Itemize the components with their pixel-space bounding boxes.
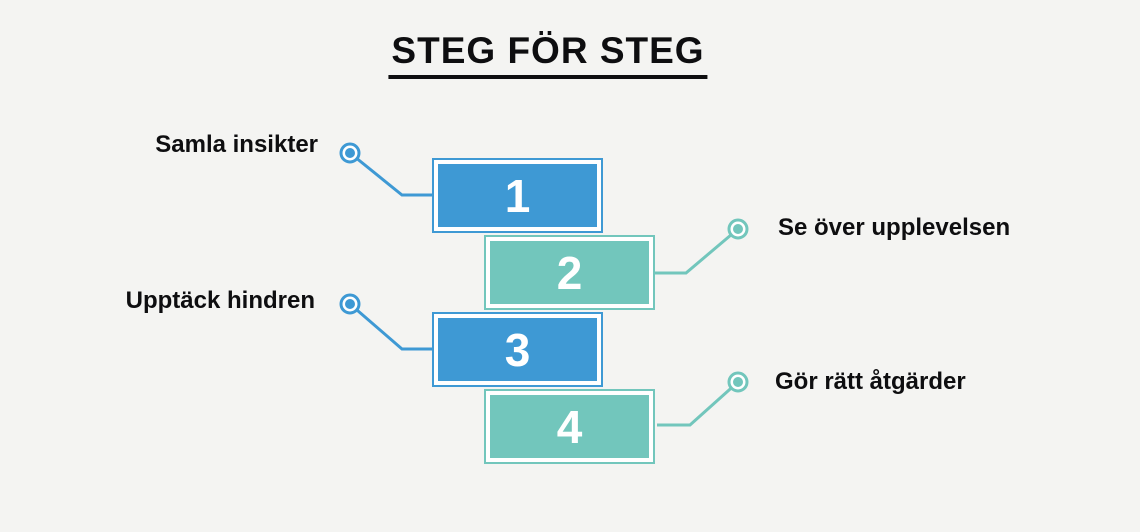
step-box-1-fill: 1 — [438, 164, 597, 227]
step-box-4-fill: 4 — [490, 395, 649, 458]
step-box-2-fill: 2 — [490, 241, 649, 304]
step-label-2: Se över upplevelsen — [778, 214, 1011, 241]
step-number-2: 2 — [556, 246, 583, 299]
step-number-1: 1 — [504, 169, 531, 222]
ring-dot-marker-step-3 — [339, 293, 361, 315]
connector-line-step-2 — [655, 227, 739, 275]
connector-line-step-3 — [349, 302, 432, 351]
ring-dot-marker-step-2 — [727, 218, 749, 240]
page-title-text: STEG FÖR STEG — [388, 30, 708, 79]
page-title: STEG FÖR STEG — [388, 30, 708, 79]
ring-dot-marker-step-1 — [339, 142, 361, 164]
connector-line-step-4 — [657, 380, 740, 427]
connector-line-step-1 — [349, 151, 432, 197]
step-number-4: 4 — [556, 400, 583, 453]
step-label-3: Upptäck hindren — [125, 287, 315, 314]
marker-dot-icon — [345, 148, 355, 158]
ring-dot-marker-step-4 — [727, 371, 749, 393]
step-label-1: Samla insikter — [155, 131, 318, 158]
step-box-2: 2 — [484, 235, 655, 310]
step-label-4: Gör rätt åtgärder — [775, 368, 966, 395]
marker-dot-icon — [733, 377, 743, 387]
step-number-3: 3 — [504, 323, 531, 376]
step-box-3: 3 — [432, 312, 603, 387]
step-box-3-fill: 3 — [438, 318, 597, 381]
marker-dot-icon — [733, 224, 743, 234]
step-box-4: 4 — [484, 389, 655, 464]
step-box-1: 1 — [432, 158, 603, 233]
marker-dot-icon — [345, 299, 355, 309]
